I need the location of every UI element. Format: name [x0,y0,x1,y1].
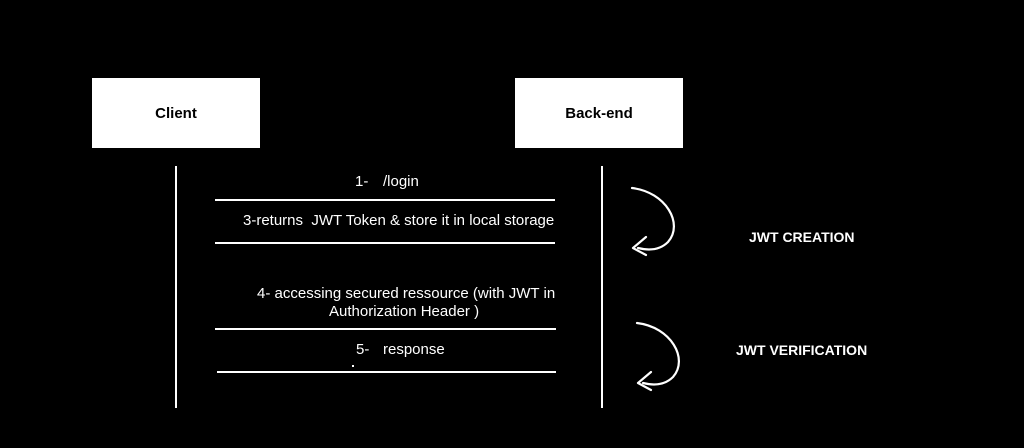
jwt-creation-label: JWT CREATION [749,229,855,245]
message-3-line [215,242,555,244]
message-5-line [217,371,556,373]
client-actor-label: Client [155,104,197,122]
jwt-verification-label: JWT VERIFICATION [736,342,868,358]
client-actor-box: Client [92,78,260,148]
message-4-text-line2: Authorization Header ) [329,303,480,320]
backend-actor-label: Back-end [565,104,633,122]
client-lifeline [175,166,177,408]
backend-lifeline [601,166,603,408]
message-1-text: /login [383,173,419,190]
message-4-text-line1: 4- accessing secured ressource (with JWT… [257,285,556,302]
message-4-line [215,328,556,330]
message-5-text: response [383,341,445,358]
curved-arrow-icon [630,186,675,257]
backend-actor-box: Back-end [515,78,683,148]
curved-arrow-icon [635,321,680,392]
message-3-text: 3-returns JWT Token & store it in local … [243,212,555,229]
message-1-number: 1- [355,173,369,190]
stray-dot [352,365,354,367]
message-5-number: 5- [356,341,370,358]
message-1-line [215,199,555,201]
